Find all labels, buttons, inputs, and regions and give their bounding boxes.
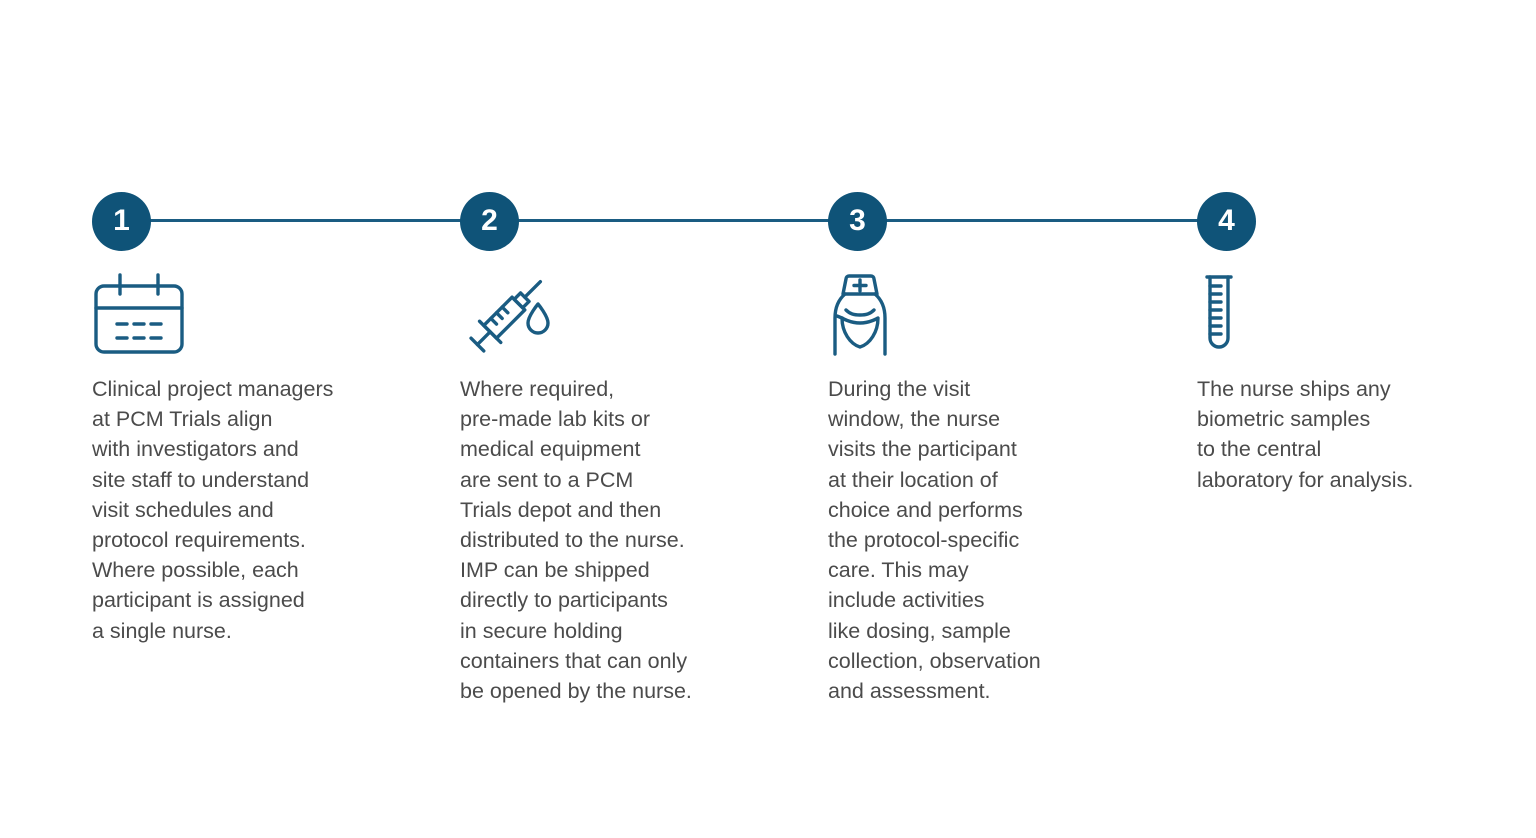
- syringe-icon: [460, 272, 750, 362]
- step-number-1: 1: [113, 203, 130, 237]
- step-node-1: 1: [92, 192, 151, 251]
- step-column-4: The nurse ships any biometric samples to…: [1197, 272, 1487, 495]
- timeline: 1 2 3 4: [92, 192, 1258, 252]
- timeline-connector-line: [122, 219, 1228, 222]
- test-tube-icon: [1197, 272, 1487, 362]
- step-number-2: 2: [481, 203, 498, 237]
- calendar-icon: [92, 272, 432, 362]
- step-column-2: Where required, pre-made lab kits or med…: [460, 272, 750, 706]
- step-number-3: 3: [849, 203, 866, 237]
- nurse-icon: [828, 272, 1118, 362]
- step-node-2: 2: [460, 192, 519, 251]
- step-number-4: 4: [1218, 203, 1235, 237]
- step-column-1: Clinical project managers at PCM Trials …: [92, 272, 432, 646]
- step-node-3: 3: [828, 192, 887, 251]
- step-description-3: During the visit window, the nurse visit…: [828, 377, 1041, 704]
- step-description-4: The nurse ships any biometric samples to…: [1197, 377, 1414, 492]
- step-node-4: 4: [1197, 192, 1256, 251]
- step-column-3: During the visit window, the nurse visit…: [828, 272, 1118, 706]
- step-description-1: Clinical project managers at PCM Trials …: [92, 377, 334, 643]
- step-description-2: Where required, pre-made lab kits or med…: [460, 377, 692, 704]
